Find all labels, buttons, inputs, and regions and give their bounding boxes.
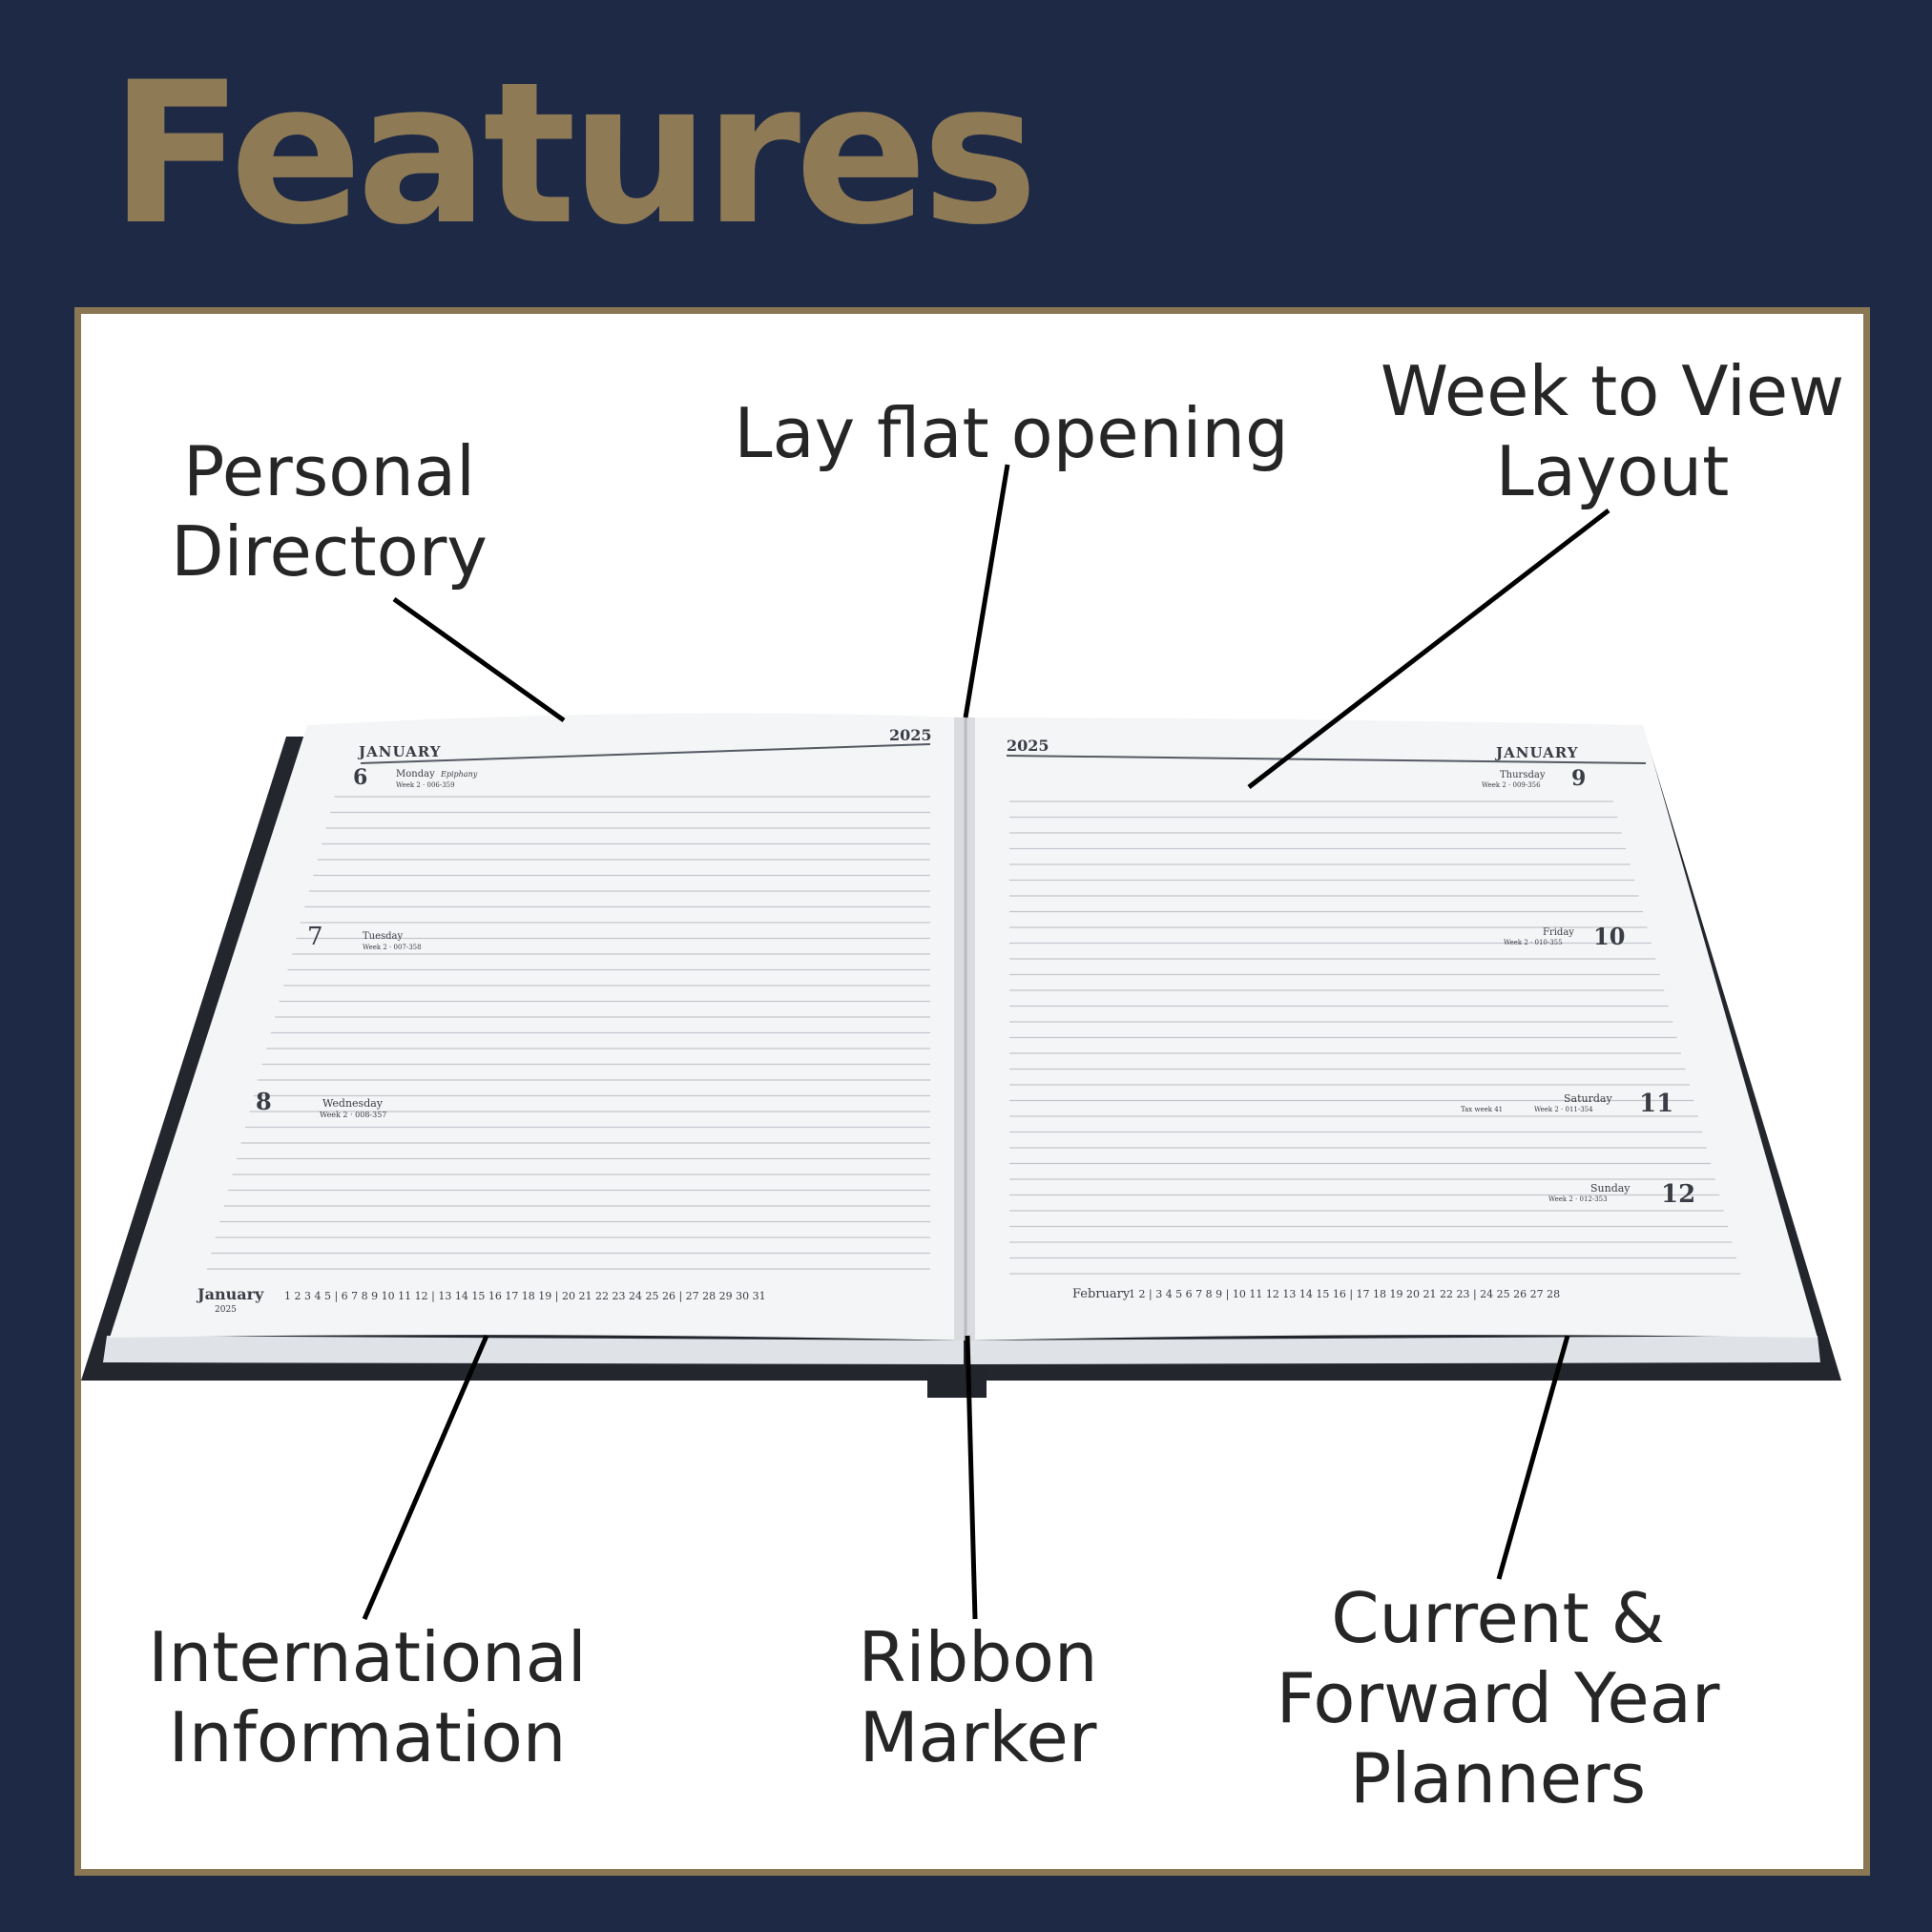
- page-title: Features: [110, 41, 1038, 268]
- day-week: Week 2 · 009-356: [1482, 781, 1541, 789]
- day-number: 6: [353, 765, 367, 790]
- day-week: Week 2 · 010-355: [1504, 939, 1563, 946]
- page-stack-right: [969, 1336, 1820, 1364]
- callout-lay-flat-opening: Lay flat opening: [734, 393, 1289, 473]
- leader-line-lay-flat: [963, 464, 1010, 718]
- day-entry: 6 Monday Epiphany Week 2 · 006-359: [353, 765, 478, 790]
- leader-line-planners: [1496, 1335, 1570, 1580]
- diary-spine: [927, 1360, 987, 1398]
- day-week: Week 2 · 012-353: [1548, 1195, 1608, 1203]
- right-page: [969, 717, 1818, 1340]
- left-page: [110, 713, 964, 1340]
- day-number: 12: [1661, 1180, 1695, 1209]
- right-footer-month: February: [1072, 1287, 1131, 1301]
- left-footer-dates: 1 2 3 4 5 | 6 7 8 9 10 11 12 | 13 14 15 …: [284, 1290, 766, 1303]
- day-note: Epiphany: [440, 770, 478, 779]
- day-entry: 7 Tuesday Week 2 · 007-358: [307, 923, 422, 951]
- day-entry: Saturday Tax week 41 Week 2 · 011-354 11: [1461, 1090, 1673, 1118]
- callout-ribbon-marker: Ribbon Marker: [858, 1617, 1098, 1777]
- day-number: 7: [307, 923, 323, 951]
- day-name: Tuesday: [363, 931, 404, 942]
- day-name: Thursday: [1500, 770, 1546, 780]
- day-name: Sunday: [1590, 1182, 1631, 1195]
- left-page-month: JANUARY: [357, 743, 441, 760]
- day-entry: Thursday Week 2 · 009-356 9: [1482, 766, 1586, 791]
- right-footer-dates: 1 2 | 3 4 5 6 7 8 9 | 10 11 12 13 14 15 …: [1129, 1288, 1560, 1301]
- left-page-year: 2025: [889, 726, 932, 744]
- day-number: 11: [1639, 1090, 1673, 1118]
- day-entry: Friday Week 2 · 010-355 10: [1504, 923, 1625, 950]
- left-footer-month: January: [196, 1285, 264, 1303]
- leader-line-personal-directory: [392, 596, 566, 723]
- leader-lines: [362, 464, 1610, 1620]
- day-name: Saturday: [1564, 1092, 1612, 1105]
- day-entry: Sunday Week 2 · 012-353 12: [1548, 1180, 1695, 1209]
- day-number: 9: [1571, 766, 1586, 791]
- left-page-ruled-lines: [206, 796, 930, 1270]
- leader-line-international: [362, 1335, 489, 1620]
- day-entry: 8 Wednesday Week 2 · 008-357: [256, 1088, 386, 1119]
- day-extra: Tax week 41: [1461, 1106, 1503, 1113]
- right-page-ruled-lines: [1009, 800, 1741, 1275]
- right-page-year: 2025: [1007, 737, 1049, 755]
- right-header-rule: [1006, 755, 1647, 764]
- day-name: Friday: [1543, 927, 1574, 938]
- day-week: Week 2 · 007-358: [363, 944, 422, 951]
- callout-personal-directory: Personal Directory: [171, 431, 488, 592]
- left-header-rule: [360, 743, 931, 764]
- left-footer-year: 2025: [215, 1305, 237, 1315]
- day-number: 10: [1593, 923, 1625, 950]
- day-week: Week 2 · 008-357: [320, 1111, 386, 1119]
- day-name: Monday: [396, 769, 435, 779]
- page-stack-left: [103, 1336, 964, 1364]
- leader-line-week-to-view: [1247, 509, 1610, 789]
- day-number: 8: [256, 1088, 272, 1115]
- callout-week-to-view: Week to View Layout: [1380, 351, 1845, 511]
- callout-year-planners: Current & Forward Year Planners: [1276, 1578, 1720, 1818]
- day-name: Wednesday: [322, 1097, 384, 1110]
- right-page-month: JANUARY: [1494, 744, 1578, 761]
- day-week: Week 2 · 011-354: [1534, 1106, 1593, 1113]
- day-week: Week 2 · 006-359: [396, 781, 455, 789]
- callout-international-information: International Information: [148, 1617, 587, 1777]
- leader-line-ribbon: [965, 1335, 978, 1620]
